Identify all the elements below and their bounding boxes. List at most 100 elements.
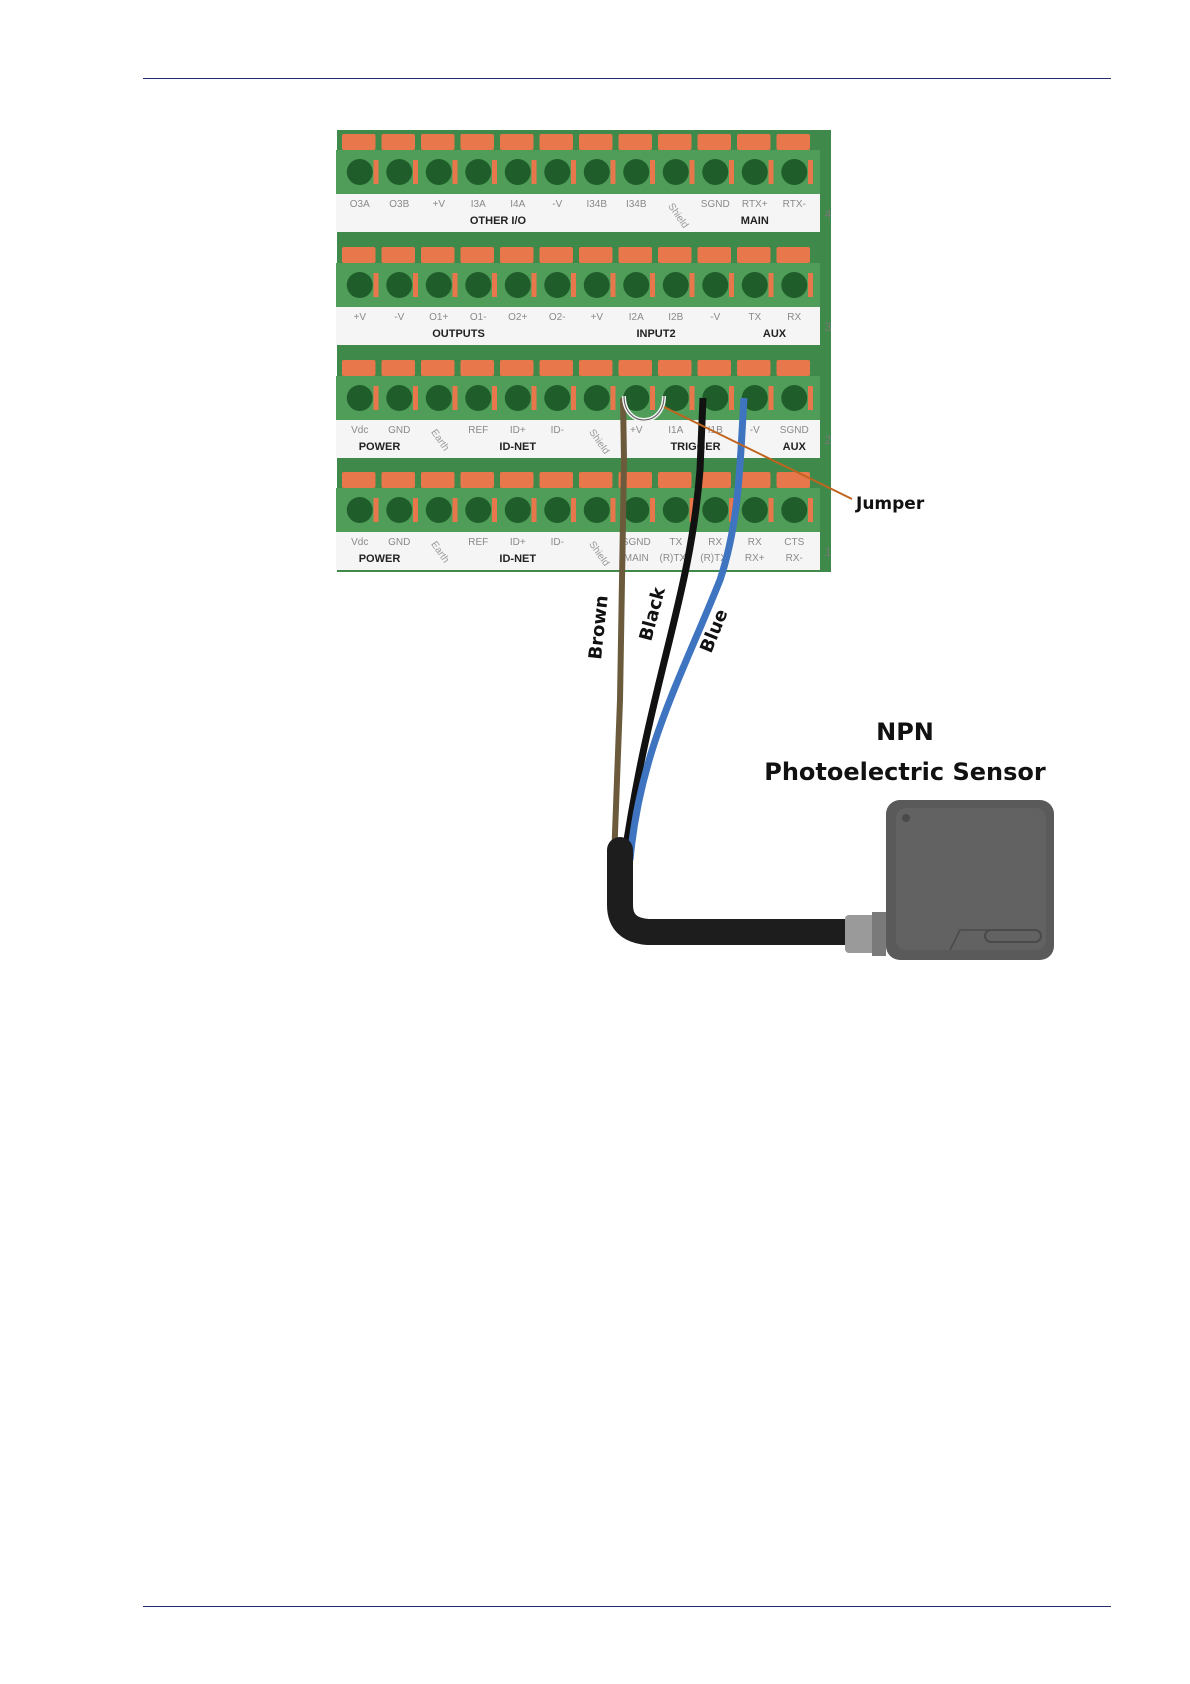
terminal-latch <box>689 386 695 410</box>
terminal-hole <box>781 497 808 523</box>
terminal-latch <box>610 386 616 410</box>
terminal-latch <box>689 160 695 184</box>
terminal-hole <box>583 497 610 523</box>
terminal-hole <box>386 159 413 185</box>
terminal-latch <box>729 273 734 297</box>
group-label: OUTPUTS <box>432 328 485 340</box>
terminal-label: GND <box>388 425 410 436</box>
wire-brown <box>611 397 628 861</box>
terminal-hole <box>741 497 768 523</box>
sensor-title-npn: NPN <box>876 718 934 746</box>
label-strip <box>336 194 820 232</box>
terminal-hole <box>702 497 729 523</box>
sensor-cable <box>607 837 873 945</box>
row-number: 2 <box>825 433 832 447</box>
terminal-latch <box>571 498 576 522</box>
terminal-lever <box>460 472 494 488</box>
terminal-latch <box>492 273 497 297</box>
terminal-hole <box>465 385 492 411</box>
terminal-lever <box>737 360 771 376</box>
terminal-label: RX <box>748 537 762 548</box>
terminal-label: O2- <box>549 312 566 323</box>
terminal-hole <box>662 497 689 523</box>
header-rule <box>143 78 1111 79</box>
terminal-hole <box>662 159 689 185</box>
terminal-label: O3A <box>350 199 370 210</box>
terminal-latch <box>650 386 655 410</box>
group-label: MAIN <box>741 215 769 227</box>
terminal-label: +V <box>353 312 366 323</box>
terminal-latch <box>571 160 576 184</box>
terminal-latch <box>492 386 497 410</box>
terminal-label: I1B <box>708 425 723 436</box>
terminal-hole <box>623 497 650 523</box>
terminal-label: Vdc <box>351 537 368 548</box>
terminal-lever <box>500 247 534 263</box>
terminal-latch <box>729 498 734 522</box>
terminal-lever <box>381 134 415 150</box>
terminal-lever <box>579 472 613 488</box>
terminal-hole <box>425 159 452 185</box>
terminal-label: I3A <box>471 199 486 210</box>
terminal-latch <box>808 160 813 184</box>
terminal-latch <box>413 160 418 184</box>
terminal-hole <box>583 272 610 298</box>
terminal-label: ID+ <box>510 425 526 436</box>
terminal-lever <box>776 360 810 376</box>
terminal-latch <box>492 498 497 522</box>
terminal-hole <box>662 272 689 298</box>
group-label: AUX <box>783 441 807 453</box>
terminal-label: +V <box>590 312 603 323</box>
terminal-label: TX <box>748 312 761 323</box>
terminal-lever <box>658 247 692 263</box>
terminal-hole <box>504 159 531 185</box>
terminal-latch <box>413 498 418 522</box>
terminal-latch <box>768 498 774 522</box>
terminal-latch <box>373 160 379 184</box>
terminal-hole <box>623 159 650 185</box>
row-number: 4 <box>825 207 832 221</box>
terminal-hole <box>386 385 413 411</box>
terminal-lever <box>737 134 771 150</box>
terminal-lever <box>539 247 573 263</box>
terminal-label-secondary: (R)TX- <box>700 553 730 564</box>
terminal-hole <box>425 385 452 411</box>
terminal-hole <box>504 272 531 298</box>
terminal-latch <box>492 160 497 184</box>
terminal-lever <box>500 134 534 150</box>
row-number: 3 <box>825 320 832 334</box>
terminal-hole <box>425 497 452 523</box>
terminal-label-secondary: RX+ <box>745 553 765 564</box>
terminal-label: REF <box>468 537 488 548</box>
terminal-hole <box>346 159 373 185</box>
terminal-lever <box>579 134 613 150</box>
terminal-label: ID- <box>551 425 564 436</box>
wire-blue <box>626 397 748 861</box>
terminal-lever <box>658 360 692 376</box>
terminal-hole <box>662 385 689 411</box>
terminal-latch <box>808 386 813 410</box>
wire-label-black: Black <box>636 584 671 643</box>
terminal-latch <box>768 273 774 297</box>
terminal-hole <box>465 159 492 185</box>
terminal-hole <box>781 159 808 185</box>
jumper-callout-line <box>663 406 853 500</box>
terminal-latch <box>531 160 537 184</box>
terminal-label: CTS <box>784 537 804 548</box>
terminal-label: I2B <box>668 312 683 323</box>
terminal-lever <box>697 247 731 263</box>
terminal-lever <box>381 360 415 376</box>
terminal-hole <box>702 385 729 411</box>
group-label: AUX <box>763 328 787 340</box>
terminal-hole <box>504 497 531 523</box>
terminal-lever <box>381 472 415 488</box>
terminal-latch <box>729 386 734 410</box>
terminal-label-secondary: MAIN <box>624 553 649 564</box>
terminal-lever <box>579 360 613 376</box>
terminal-label: RX <box>708 537 722 548</box>
terminal-hole <box>465 272 492 298</box>
group-label: ID-NET <box>499 441 536 453</box>
terminal-label: -V <box>394 312 404 323</box>
terminal-latch <box>452 273 458 297</box>
